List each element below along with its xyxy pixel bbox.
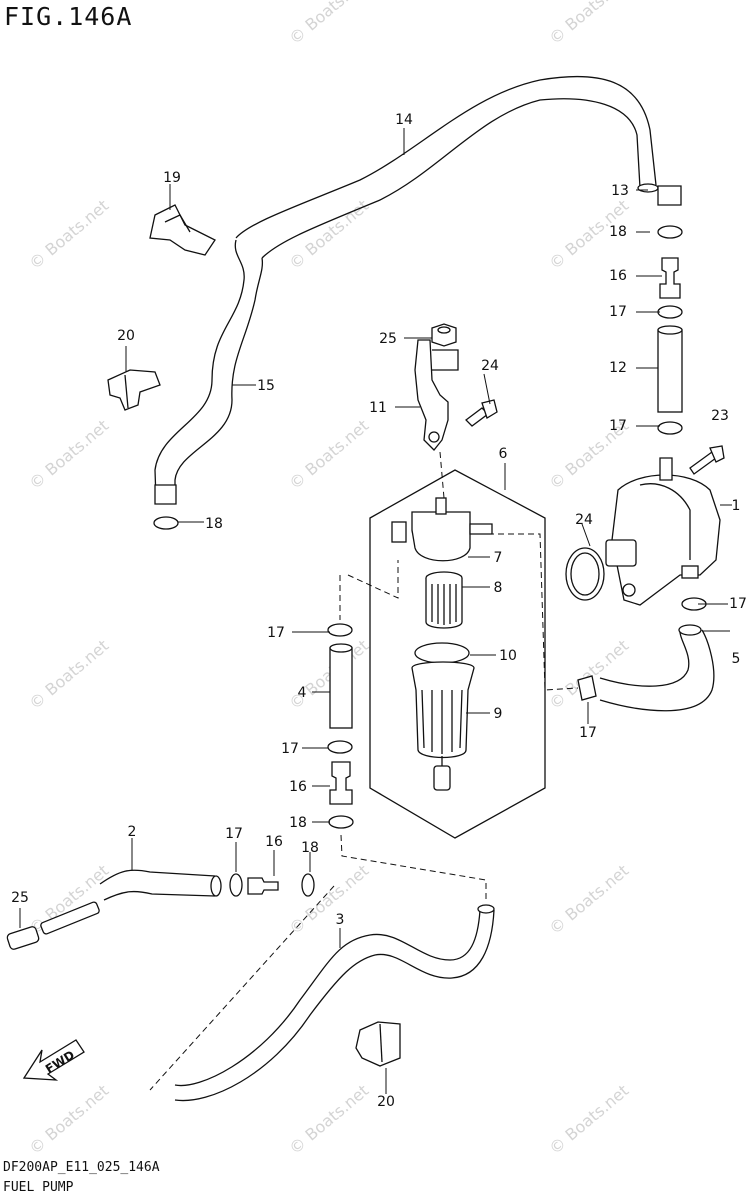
clamp-17-lower-right[interactable] [577,675,597,701]
callout-5: 5 [732,651,741,667]
clamp-17-left-lower[interactable] [327,740,353,754]
figure-title: FIG.146A [4,2,133,31]
nut-23[interactable] [431,323,459,371]
fitting-16-bottom[interactable] [247,877,279,895]
callout-25: 25 [11,890,29,906]
callout-13: 13 [611,183,629,199]
clamp-17-upper-right[interactable] [657,305,683,319]
fwd-arrow-icon [22,1039,85,1081]
hose-5[interactable] [599,624,715,712]
callout-2: 2 [128,824,137,840]
callout-18: 18 [205,516,223,532]
callout-18: 18 [301,840,319,856]
hose-3[interactable] [174,904,495,1102]
figure-code: DF200AP_E11_025_146A [3,1160,160,1175]
callout-17: 17 [729,596,747,612]
callout-17: 17 [267,625,285,641]
clamp-17-left-upper[interactable] [327,623,353,637]
callout-9: 9 [494,706,503,722]
fitting-16-upper-right[interactable] [659,257,681,299]
callout-17: 17 [579,725,597,741]
clamp-18-upper-right[interactable] [657,225,683,239]
callout-16: 16 [265,834,283,850]
callout-17: 17 [609,418,627,434]
clamp-17-bottom[interactable] [229,873,243,897]
callout-14: 14 [395,112,413,128]
clamp-18-left-bottom[interactable] [328,815,354,829]
callout-15: 15 [257,378,275,394]
callout-10: 10 [499,648,517,664]
clamp-19[interactable] [149,204,216,256]
callout-12: 12 [609,360,627,376]
callout-3: 3 [336,912,345,928]
filter-head-7[interactable] [391,497,493,562]
callout-20: 20 [117,328,135,344]
o-ring-24-inner [570,552,600,596]
callout-17: 17 [609,304,627,320]
callout-11: 11 [369,400,387,416]
callout-7: 7 [494,550,503,566]
clamp-18-bottom[interactable] [301,873,315,897]
fuel-pump-1[interactable] [605,457,721,606]
callout-17: 17 [225,826,243,842]
bolt-21[interactable] [689,445,725,475]
bolt-22[interactable] [465,399,498,427]
callout-23: 25 [379,331,397,347]
clamp-18-left[interactable] [153,516,179,530]
hose-14[interactable] [235,75,659,259]
o-ring-10[interactable] [414,642,470,664]
callout-16: 16 [609,268,627,284]
callout-24: 24 [575,512,593,528]
bracket-11[interactable] [414,339,449,451]
callout-21: 23 [711,408,729,424]
callout-8: 8 [494,580,503,596]
callout-22: 24 [481,358,499,374]
callout-4: 4 [298,685,307,701]
hose-12[interactable] [657,325,683,413]
clamp-20-upper[interactable] [107,369,161,411]
fitting-25[interactable] [6,901,100,950]
clamp-17-mid-right[interactable] [657,421,683,435]
callout-20: 20 [377,1094,395,1110]
filter-assembly-6-outline [369,469,546,839]
callout-19: 19 [163,170,181,186]
fitting-16-left[interactable] [329,761,353,805]
hose-4[interactable] [329,643,353,729]
hose-13[interactable] [657,185,682,206]
figure-name: FUEL PUMP [3,1180,74,1195]
callout-17: 17 [281,741,299,757]
callout-18: 18 [289,815,307,831]
filter-cup-9[interactable] [411,661,475,791]
o-ring-24[interactable] [565,547,605,601]
filter-element-8[interactable] [425,571,463,629]
callout-1: 1 [732,498,741,514]
callout-6: 6 [499,446,508,462]
hose-2[interactable] [99,869,222,901]
clamp-20-lower[interactable] [355,1021,401,1067]
hose-15[interactable] [154,239,264,505]
callout-16: 16 [289,779,307,795]
callout-18: 18 [609,224,627,240]
